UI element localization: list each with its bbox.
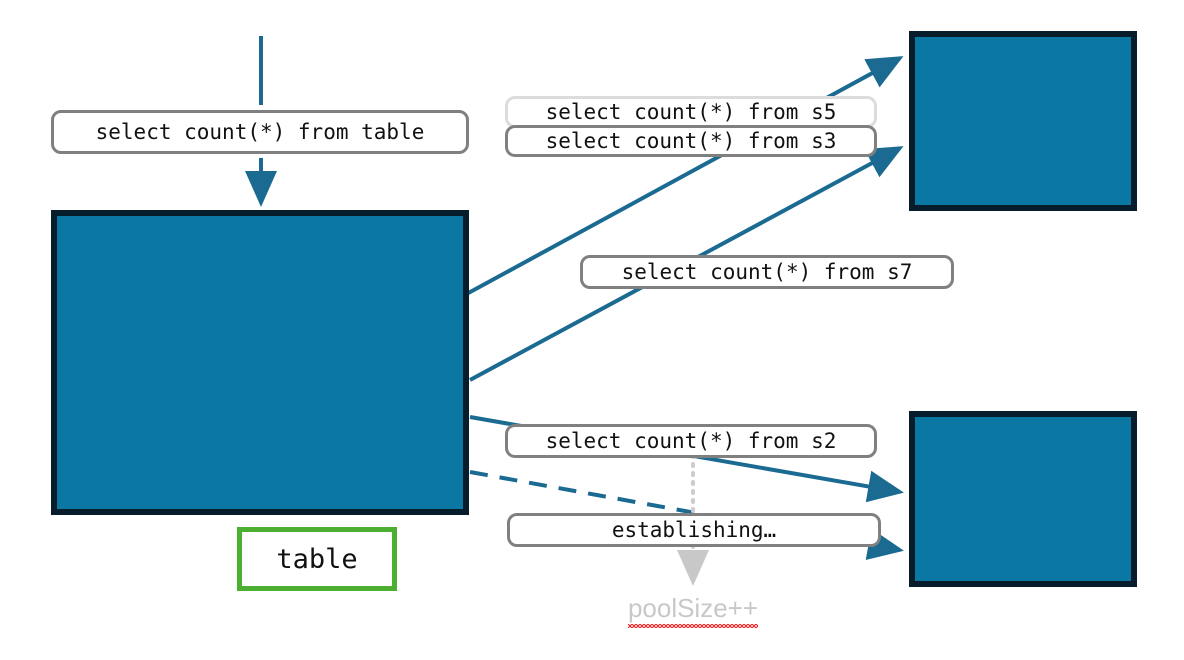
- table-pool-container: table: [51, 210, 469, 591]
- label-query-s3: select count(*) from s3: [505, 125, 877, 157]
- label-query-s7: select count(*) from s7: [580, 255, 954, 289]
- annotation-pool-size-text: poolSize++: [627, 593, 759, 628]
- server-pool-top-container: s1 s3 s5 s7: [909, 31, 1137, 211]
- node-table[interactable]: table: [237, 527, 397, 591]
- label-entry-query: select count(*) from table: [51, 110, 469, 154]
- server-pool-bottom-container: s2 s6 s4: [909, 411, 1137, 587]
- label-establishing: establishing…: [507, 513, 881, 547]
- label-query-s5: select count(*) from s5: [505, 96, 877, 128]
- annotation-pool-size: poolSize++: [560, 593, 826, 628]
- label-query-s2: select count(*) from s2: [505, 424, 877, 458]
